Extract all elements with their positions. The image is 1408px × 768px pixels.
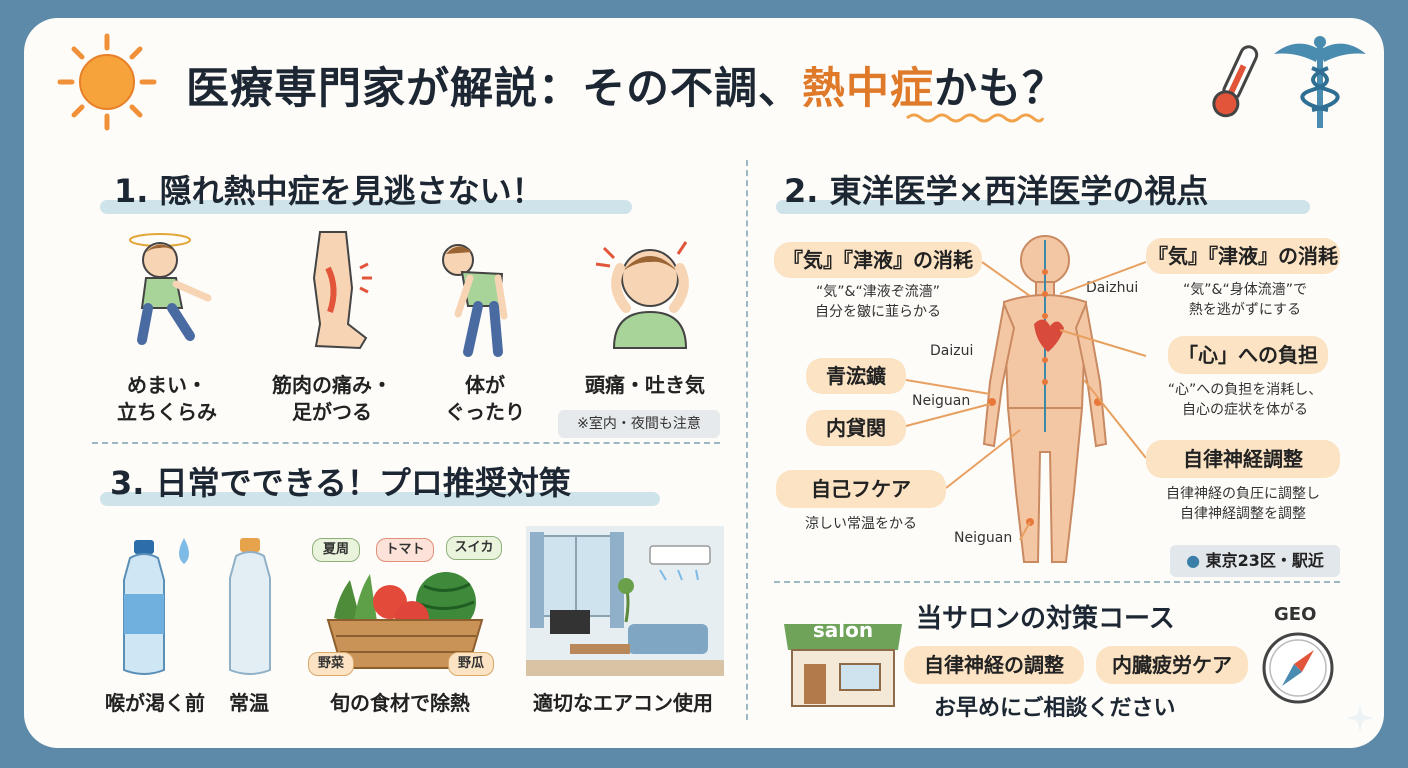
tip-label-seasonal-food: 旬の食材で除熱 (330, 691, 470, 715)
sun-icon (57, 33, 157, 131)
living-room-aircon-illustration (526, 526, 724, 676)
veg-tag-vegetables: 野菜 (308, 652, 354, 676)
autonomic-tag: 自律神経調整 (1146, 440, 1340, 478)
acupoint-neiguan-arm: Neiguan (912, 393, 971, 409)
section1-title-bg (100, 200, 632, 214)
cramping-leg-illustration (312, 231, 372, 350)
vegetable-basket-illustration (326, 572, 484, 669)
section-divider-horizontal-left (92, 442, 720, 444)
thermometer-icon (1212, 45, 1259, 118)
course-autonomic[interactable]: 自律神経の調整 (904, 646, 1084, 684)
indoor-night-note: ※室内・夜間も注意 (558, 410, 720, 438)
symptom-label-muscle-pain: 筋肉の痛み・足がつる (272, 373, 392, 424)
section2-title: 2. 東洋医学×西洋医学の視点 (784, 172, 1209, 210)
location-pin-icon: ● (1186, 551, 1201, 570)
section-divider-horizontal-right (774, 581, 1340, 583)
acupoint-neiguan-leg: Neiguan (954, 530, 1013, 546)
title-underline (906, 113, 1045, 123)
compass-icon (1262, 632, 1334, 704)
section-divider-vertical (746, 160, 748, 720)
salon-sign: salon (812, 618, 874, 642)
salon-storefront-illustration (784, 624, 902, 707)
location-badge: ● 東京23区・駅近 (1170, 545, 1340, 577)
qi-fluid-tag-left: 『気』『津液』の消耗 (774, 242, 982, 278)
acupoint-daizhui: Daizhui (1086, 280, 1139, 296)
self-care-tag: 自己フケア (776, 470, 946, 508)
self-care-text: 涼しい常温をかる (805, 516, 917, 532)
symptom-label-dizziness: めまい・立ちくらみ (117, 373, 217, 424)
geo-label: GEO (1274, 604, 1317, 625)
water-bottle-illustration (123, 538, 189, 675)
point-tag-2: 内貸関 (806, 410, 906, 446)
veg-tag-gourd: 野瓜 (448, 652, 494, 676)
page-title: 医療専門家が解説：その不調、熱中症かも？ (186, 64, 1066, 114)
qi-fluid-tag-right: 『気』『津液』の消耗 (1146, 238, 1340, 274)
tip-label-aircon: 適切なエアコン使用 (533, 691, 713, 715)
headache-woman-illustration (595, 241, 689, 349)
section1-title: 1. 隠れ熱中症を見逃さない！ (114, 172, 544, 210)
veg-tag-watermelon: スイカ (446, 536, 502, 560)
veg-tag-1: 夏周 (312, 538, 360, 562)
point-tag-1: 青浤鑛 (806, 358, 906, 394)
veg-tag-tomato: トマト (376, 538, 434, 562)
dizzy-boy-illustration (129, 233, 212, 345)
qi-fluid-text-right: “気”&“身体流濇”で熱を逃がずにする (1183, 282, 1307, 318)
human-body-meridian-illustration (982, 235, 1108, 563)
heart-burden-text: “心”への負担を消耗し、自心の症状を体がる (1167, 382, 1323, 418)
section2-title-bg (776, 200, 1310, 214)
acupoint-daizui: Daizui (930, 343, 974, 359)
course-visceral-fatigue[interactable]: 内臓疲労ケア (1096, 646, 1248, 684)
autonomic-text: 自律神経の負圧に調整し自律神経調整を調整 (1166, 486, 1320, 522)
section3-title-bg (100, 492, 660, 506)
heart-burden-tag: 「心」への負担 (1168, 336, 1328, 374)
symptom-label-headache: 頭痛・吐き気 (585, 373, 705, 397)
section3-title: 3. 日常でできる！プロ推奨対策 (110, 464, 571, 502)
qi-fluid-text-left: “気”&“津液ぞ流濇”自分を皺に韮らかる (815, 284, 941, 320)
sparkle-icon (1346, 704, 1374, 732)
consult-message: お早めにご相談ください (934, 696, 1176, 721)
tip-label-room-temp: 常温 (229, 691, 269, 715)
room-temperature-bottle-illustration (229, 538, 271, 675)
symptom-label-exhaustion: 体がぐったり (445, 373, 525, 424)
tip-label-before-thirsty: 喉が渇く前 (105, 691, 205, 715)
exhausted-man-illustration (442, 244, 508, 357)
caduceus-icon (1274, 36, 1366, 128)
salon-course-title: 当サロンの対策コース (916, 604, 1175, 634)
